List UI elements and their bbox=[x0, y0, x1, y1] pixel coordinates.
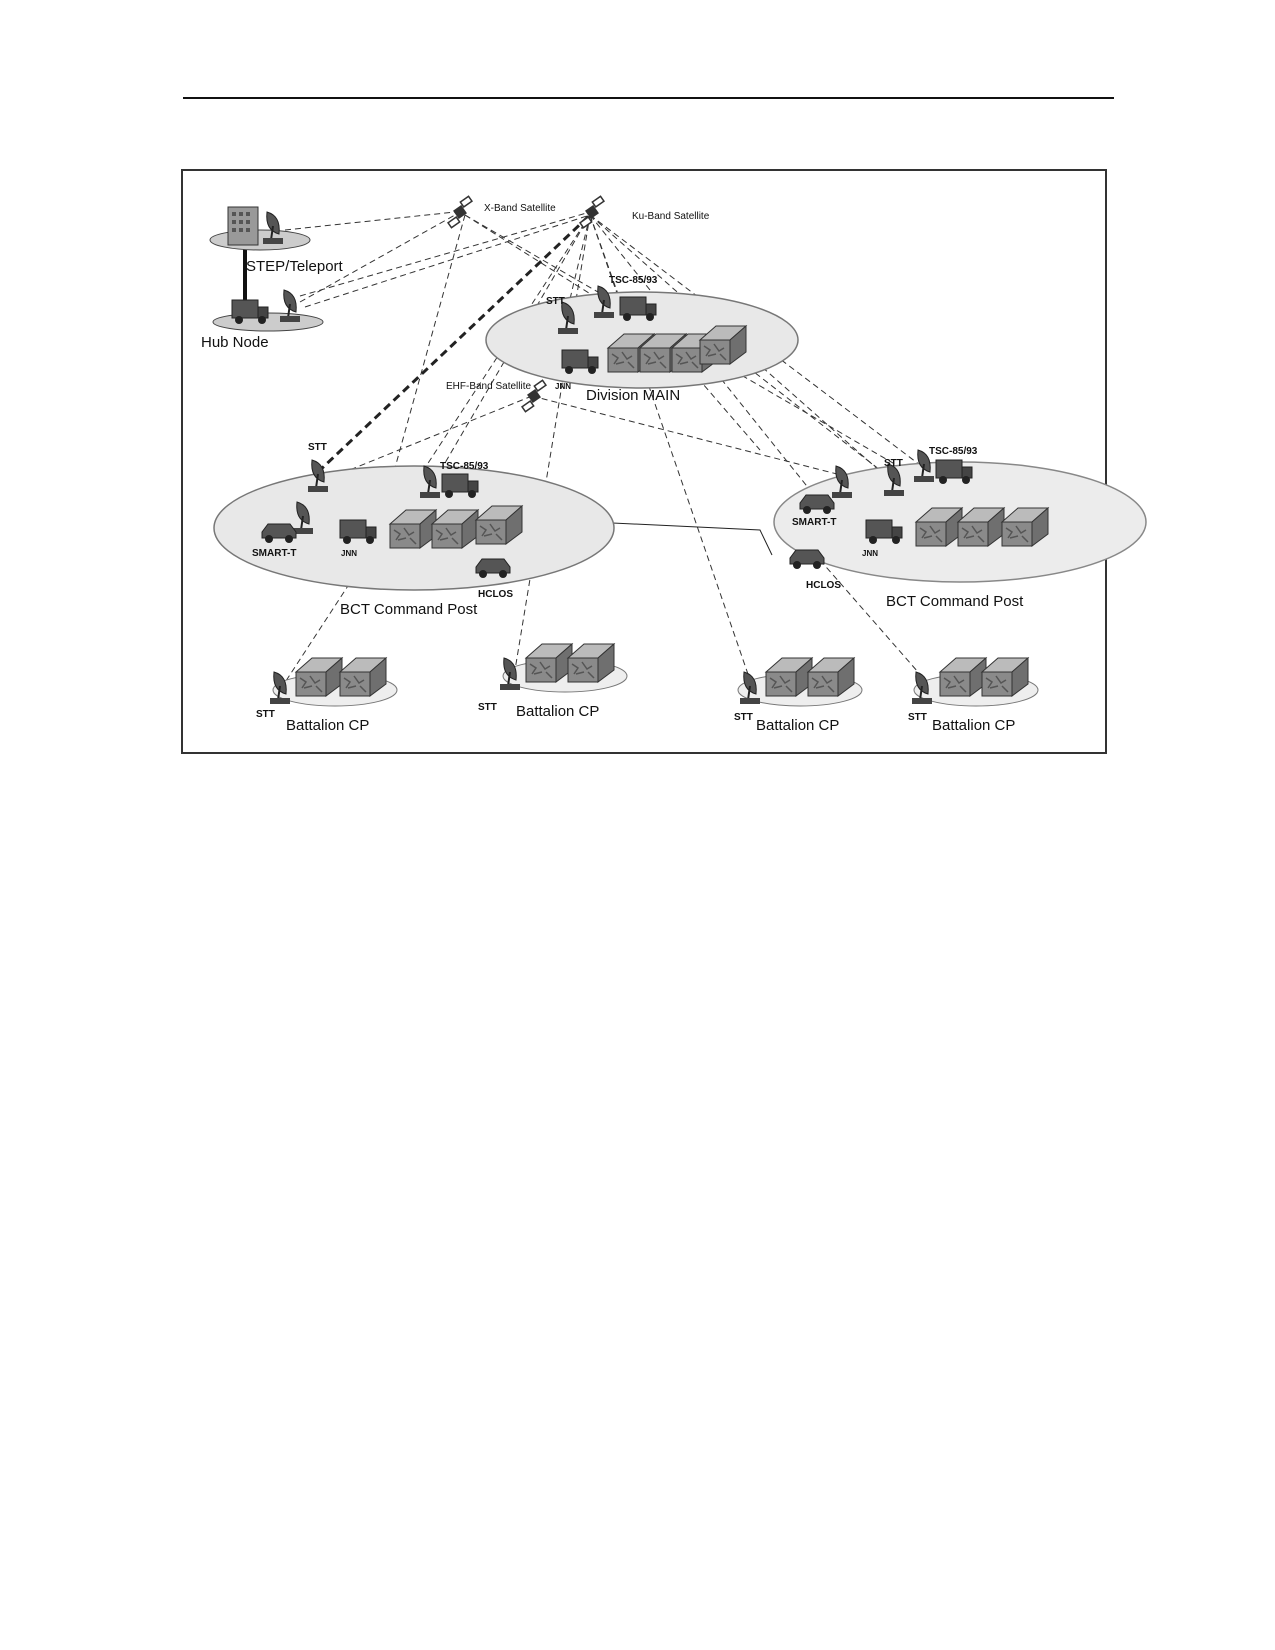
page-header-rule bbox=[183, 97, 1114, 99]
jnn-label: JNN bbox=[555, 382, 571, 391]
ku-band-label: Ku-Band Satellite bbox=[632, 211, 710, 222]
stt-label: STT bbox=[908, 712, 927, 723]
hclos-label: HCLOS bbox=[806, 580, 841, 591]
stt-label: STT bbox=[546, 296, 565, 307]
jnn-label: JNN bbox=[341, 549, 357, 558]
battalion-cp-label: Battalion CP bbox=[932, 717, 1015, 734]
step-teleport-label: STEP/Teleport bbox=[246, 258, 344, 275]
tsc-label: TSC-85/93 bbox=[440, 461, 489, 472]
bold-satellite-link bbox=[316, 213, 592, 474]
stt-label: STT bbox=[478, 702, 497, 713]
smart-t-label: SMART-T bbox=[792, 517, 836, 528]
hclos-label: HCLOS bbox=[478, 589, 513, 600]
hub-node-label: Hub Node bbox=[201, 334, 269, 351]
stt-label: STT bbox=[734, 712, 753, 723]
bct-left-label: BCT Command Post bbox=[340, 601, 478, 618]
bct-right-label: BCT Command Post bbox=[886, 593, 1024, 610]
jnn-label: JNN bbox=[862, 549, 878, 558]
stt-label: STT bbox=[256, 709, 275, 720]
building-icon bbox=[227, 206, 259, 246]
stt-label: STT bbox=[884, 458, 903, 469]
battalion-cp-label: Battalion CP bbox=[516, 703, 599, 720]
step-platform bbox=[209, 229, 311, 251]
smart-t-label: SMART-T bbox=[252, 548, 296, 559]
battalion-cp-label: Battalion CP bbox=[756, 717, 839, 734]
tsc-label: TSC-85/93 bbox=[609, 275, 658, 286]
division-main-label: Division MAIN bbox=[586, 387, 680, 404]
x-band-label: X-Band Satellite bbox=[484, 203, 556, 214]
battalion-cp-label: Battalion CP bbox=[286, 717, 369, 734]
stt-label: STT bbox=[308, 442, 327, 453]
ehf-band-label: EHF-Band Satellite bbox=[446, 381, 531, 392]
tsc-label: TSC-85/93 bbox=[929, 446, 978, 457]
